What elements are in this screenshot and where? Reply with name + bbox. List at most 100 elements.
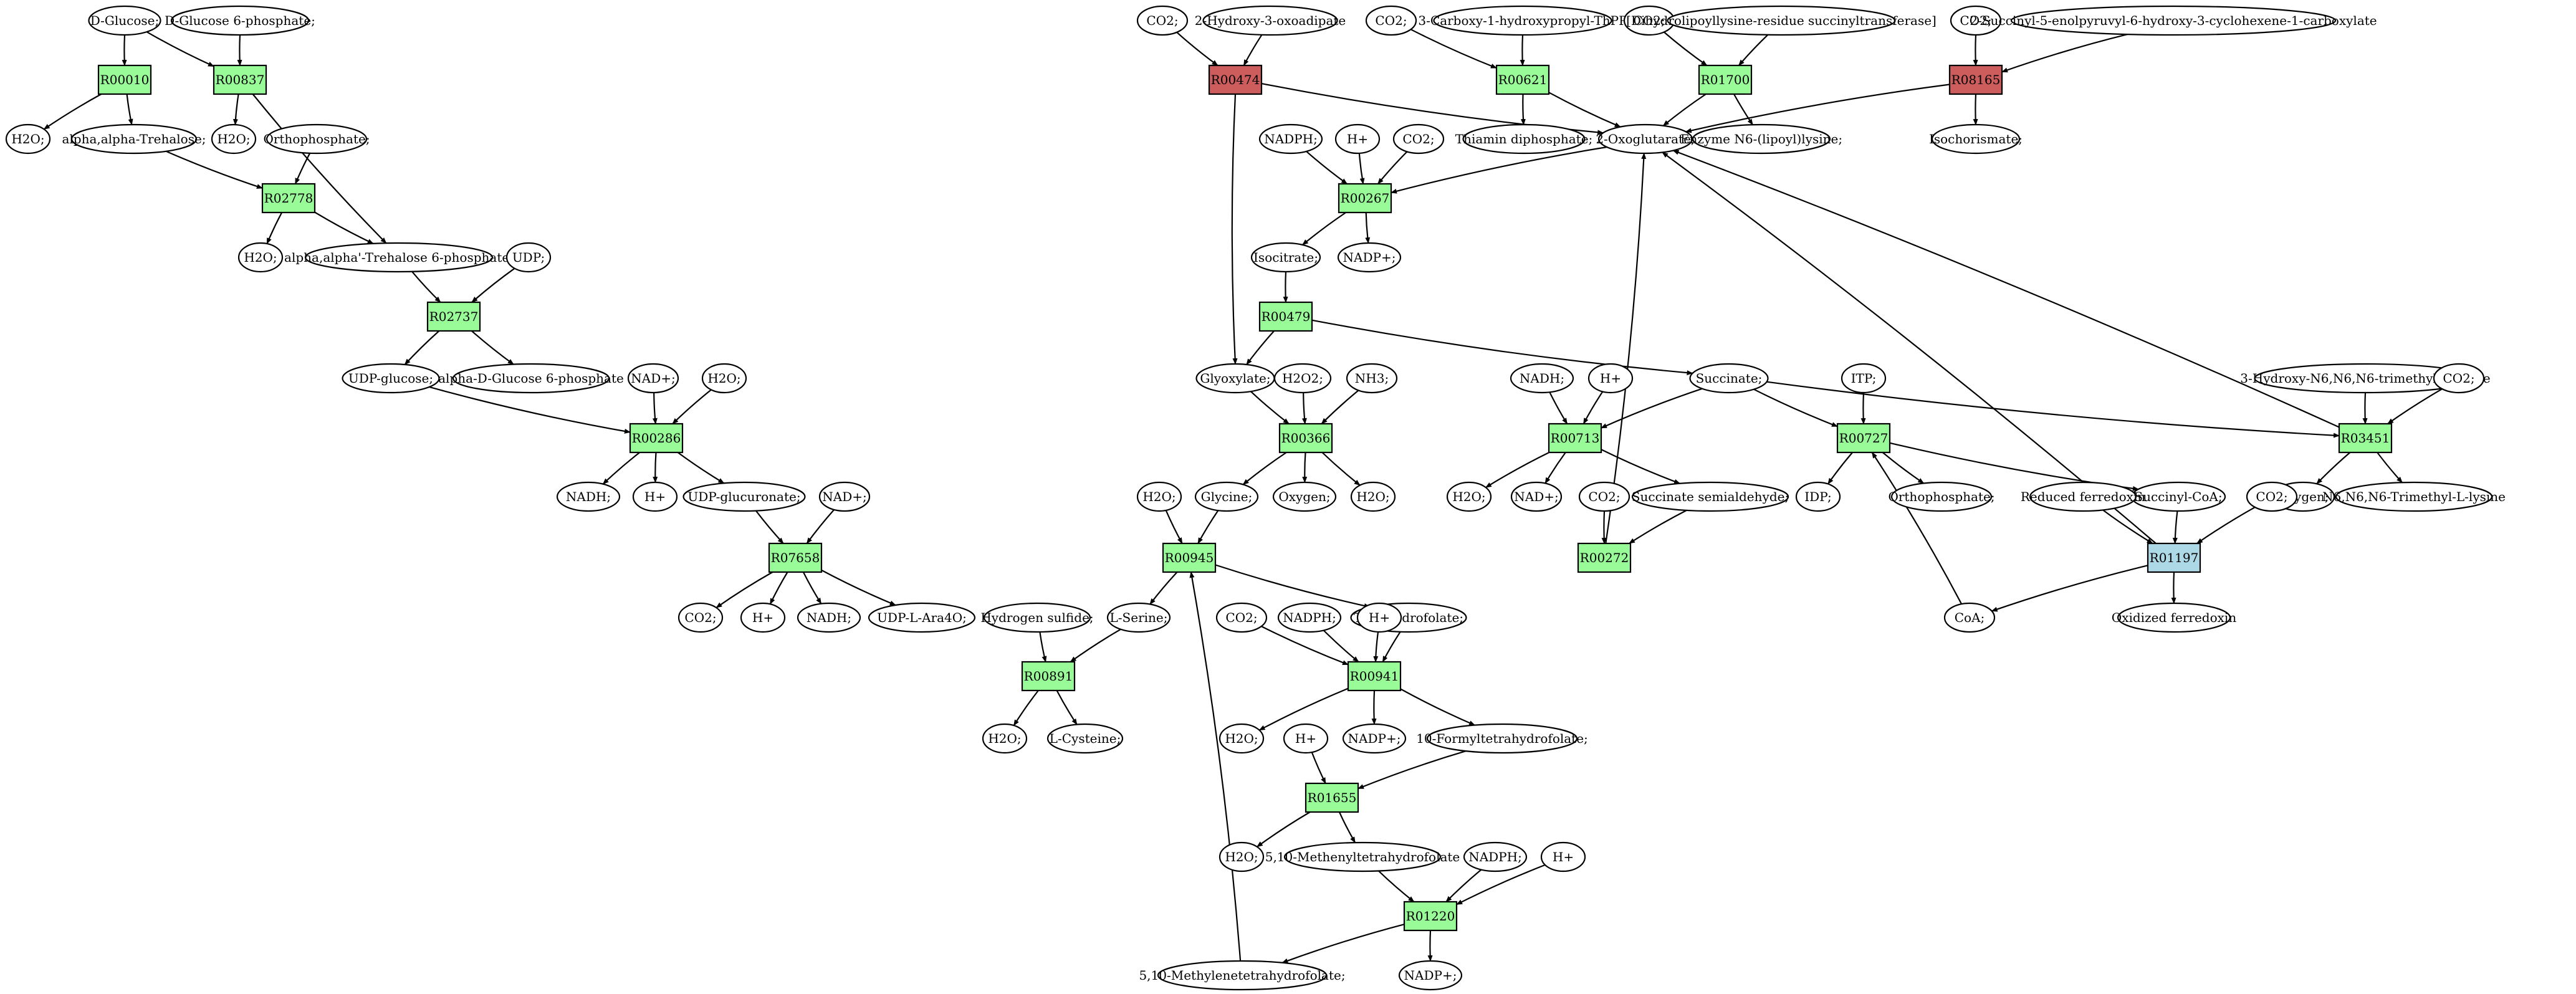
compound-ellipse — [1587, 363, 1634, 394]
node-label: alpha,alpha-Trehalose; — [62, 131, 206, 146]
node-label: NADPH; — [1468, 849, 1522, 864]
edge-r19-c68 — [1544, 452, 1566, 484]
reaction-box — [1548, 423, 1602, 454]
node-label: Orthophosphate; — [1888, 489, 1994, 504]
node-label: H2O; — [707, 371, 740, 386]
compound-node-c39: Glyoxylate; — [1195, 363, 1275, 394]
compound-node-c79: CO2; — [2433, 363, 2485, 394]
compound-ellipse — [1692, 123, 1831, 155]
reaction-node-r6: R07658 — [768, 542, 823, 573]
compound-node-c29: 2-Succinyl-5-enolpyruvyl-6-hydroxy-3-cyc… — [1970, 5, 2377, 36]
compound-ellipse — [982, 723, 1028, 754]
compound-ellipse — [556, 481, 621, 512]
reaction-node-r15: R00891 — [1021, 661, 1076, 692]
edge-r6-c21 — [821, 569, 896, 606]
reaction-node-r19: R00713 — [1548, 423, 1602, 454]
compound-node-c40: H2O2; — [1273, 363, 1332, 394]
edge-c6-r3 — [294, 153, 311, 184]
node-label: 2-Hydroxy-3-oxoadipate — [1195, 13, 1346, 28]
edge-r6-c20 — [802, 571, 822, 605]
compound-ellipse — [682, 481, 806, 512]
compound-node-c54: H2O; — [1219, 723, 1265, 754]
compound-node-c57: H+ — [1283, 723, 1329, 754]
compound-node-c46: L-Serine; — [1106, 602, 1171, 633]
compound-ellipse — [1510, 363, 1574, 394]
reaction-box — [1278, 423, 1333, 454]
compound-ellipse — [678, 602, 724, 633]
node-label: Glyoxylate; — [1200, 371, 1270, 386]
compound-node-c49: H2O; — [982, 723, 1028, 754]
compound-ellipse — [1272, 481, 1337, 512]
node-label: CO2; — [1633, 13, 1665, 28]
node-label: CO2; — [1146, 13, 1178, 28]
edge-r11-c37 — [1302, 212, 1346, 246]
edge-r22-c77 — [2171, 571, 2176, 604]
node-label: Orthophosphate; — [263, 131, 370, 146]
reaction-box — [1162, 542, 1217, 573]
compound-ellipse — [983, 602, 1091, 633]
compound-node-c69: CO2; — [1578, 481, 1630, 512]
compound-node-c70: Succinate semialdehyde; — [1631, 481, 1789, 512]
edge-r4-c11 — [471, 330, 514, 365]
compound-node-c11: alpha-D-Glucose 6-phosphate — [438, 363, 624, 394]
compound-node-c13: H2O; — [701, 363, 747, 394]
node-label: N6,N6,N6-Trimethyl-L-lysine — [2322, 489, 2506, 504]
node-label: NADPH; — [1264, 131, 1318, 146]
compound-node-c23: 2-Hydroxy-3-oxoadipate — [1195, 5, 1346, 36]
compound-node-c16: UDP-glucuronate; — [682, 481, 806, 512]
node-label: NADH; — [566, 489, 611, 504]
compound-ellipse — [1219, 841, 1265, 872]
node-label: R00010 — [100, 72, 150, 87]
compound-ellipse — [1250, 242, 1321, 273]
edge-c28-r10 — [1973, 34, 1978, 66]
edge-c31-r11 — [1391, 146, 1607, 194]
edge-r2-c8 — [252, 93, 387, 244]
reaction-node-r9: R01700 — [1698, 64, 1753, 95]
compound-ellipse — [1463, 841, 1528, 872]
node-label: Oxidized ferredoxin — [2112, 610, 2237, 625]
edge-r1-c4 — [126, 93, 133, 125]
edge-c71-r21 — [1860, 392, 1866, 424]
compound-ellipse — [70, 123, 198, 155]
edge-c37-r12 — [1283, 271, 1288, 303]
compound-ellipse — [1346, 363, 1398, 394]
compound-node-c44: H2O; — [1350, 481, 1396, 512]
compound-node-c35: H+ — [1334, 123, 1381, 155]
compound-ellipse — [1334, 123, 1381, 155]
node-label: UDP-glucuronate; — [687, 489, 800, 504]
compound-ellipse — [1446, 481, 1492, 512]
edge-r14-c46 — [1149, 571, 1178, 605]
reaction-box — [1577, 542, 1632, 573]
compound-ellipse — [1157, 960, 1328, 991]
compound-node-c8: alpha,alpha'-Trehalose 6-phosphate; — [284, 242, 514, 273]
edge-r16-c56 — [1400, 688, 1476, 726]
edge-c4-r3 — [166, 150, 263, 189]
edge-r23-c81 — [2377, 452, 2403, 484]
node-label: Enzyme N6-(lipoyl)lysine; — [1680, 131, 1842, 146]
compound-ellipse — [1795, 481, 1841, 512]
edge-c57-r17 — [1311, 752, 1326, 784]
compound-ellipse — [1631, 481, 1789, 512]
compound-ellipse — [237, 242, 284, 273]
compound-ellipse — [304, 242, 494, 273]
compound-node-c18: CO2; — [678, 602, 724, 633]
reaction-box — [1258, 301, 1313, 332]
node-label: UDP-glucose; — [348, 371, 433, 386]
node-label: R01220 — [1406, 909, 1455, 924]
node-label: NH3; — [1355, 371, 1389, 386]
node-label: NAD+; — [631, 371, 675, 386]
compound-node-c50: L-Cysteine; — [1046, 723, 1124, 754]
edge-c23-r7 — [1243, 34, 1263, 66]
compound-node-c32: Enzyme N6-(lipoyl)lysine; — [1680, 123, 1842, 155]
edge-r19-c67 — [1485, 452, 1549, 489]
compound-ellipse — [627, 363, 679, 394]
reaction-node-r5: R00286 — [629, 423, 684, 454]
compound-ellipse — [740, 602, 786, 633]
compound-ellipse — [2433, 363, 2485, 394]
compound-ellipse — [2010, 5, 2337, 36]
compound-ellipse — [2246, 481, 2298, 512]
compound-node-c30: Thiamin diphosphate; — [1455, 123, 1592, 155]
compound-ellipse — [1943, 602, 1996, 633]
compound-node-c59: 5,10-Methenyltetrahydrofolate — [1265, 841, 1460, 872]
